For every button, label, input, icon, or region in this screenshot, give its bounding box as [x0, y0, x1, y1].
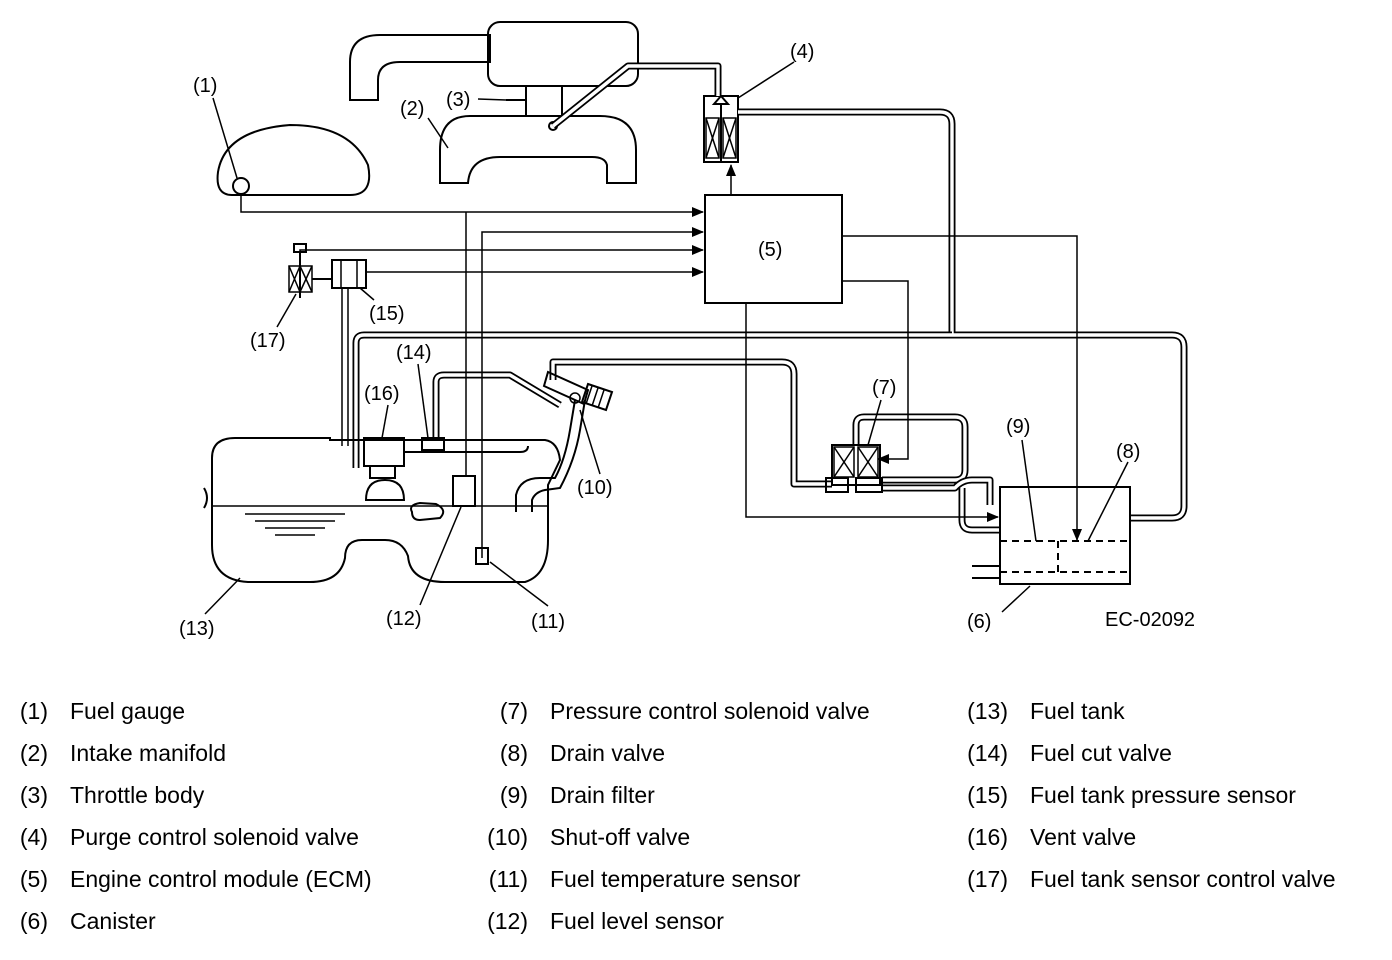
- callout-2: (2): [400, 98, 424, 120]
- legend-number: (2): [19, 740, 48, 766]
- fuel-temperature-sensor: [475, 547, 489, 565]
- legend-item: (3) Throttle body: [14, 774, 454, 816]
- legend-item: (5) Engine control module (ECM): [14, 858, 454, 900]
- filler-pipe-hose: [549, 358, 832, 488]
- fuel-tank: [203, 437, 562, 583]
- leader-lines: [204, 61, 1129, 615]
- purge-control-solenoid-valve: [703, 94, 739, 163]
- callout-17: (17): [250, 330, 286, 352]
- callout-9: (9): [1006, 416, 1030, 438]
- legend-item: (9) Drain filter: [482, 774, 942, 816]
- legend-number: (4): [19, 824, 48, 850]
- legend-label: Drain filter: [550, 782, 655, 808]
- legend-number: (5): [19, 866, 48, 892]
- legend-label: Fuel cut valve: [1030, 740, 1172, 766]
- legend-label: Fuel level sensor: [550, 908, 724, 934]
- callout-14: (14): [396, 342, 432, 364]
- legend-item: (11) Fuel temperature sensor: [482, 858, 942, 900]
- legend-item: (8) Drain valve: [482, 732, 942, 774]
- legend-item: (17) Fuel tank sensor control valve: [962, 858, 1382, 900]
- legend-label: Fuel tank sensor control valve: [1030, 866, 1336, 892]
- callout-11: (11): [531, 611, 565, 633]
- legend-label: Canister: [70, 908, 156, 934]
- legend-label: Fuel temperature sensor: [550, 866, 801, 892]
- air-intake-duct: [349, 34, 491, 101]
- callout-16: (16): [364, 383, 400, 405]
- legend-label: Pressure control solenoid valve: [550, 698, 870, 724]
- legend-item: (10) Shut-off valve: [482, 816, 942, 858]
- legend-item: (14) Fuel cut valve: [962, 732, 1382, 774]
- callout-6: (6): [967, 611, 991, 633]
- fuel-cut-valve: [404, 437, 529, 453]
- legend-item: (7) Pressure control solenoid valve: [482, 690, 942, 732]
- intake-manifold: [439, 115, 637, 184]
- purge-line-pipe: [550, 62, 722, 129]
- legend-label: Engine control module (ECM): [70, 866, 372, 892]
- filler-pipe: [515, 370, 590, 512]
- legend-number: (14): [967, 740, 1008, 766]
- legend-number: (6): [19, 908, 48, 934]
- legend-number: (8): [499, 740, 528, 766]
- legend-label: Throttle body: [70, 782, 205, 808]
- legend-column-2: (7) Pressure control solenoid valve (8) Dr…: [482, 690, 942, 942]
- callout-8: (8): [1116, 441, 1140, 463]
- evap-system-diagram: (1) (2) (3) (4) (5) (6) (7) (8) (9) (10)…: [179, 21, 1195, 640]
- callout-1: (1): [193, 75, 217, 97]
- vent-valve: [363, 437, 406, 501]
- fuel-gauge: [216, 123, 371, 196]
- legend-label: Intake manifold: [70, 740, 226, 766]
- legend-label: Shut-off valve: [550, 824, 691, 850]
- legend-column-3: (13) Fuel tank (14) Fuel cut valve (15) Fue…: [962, 690, 1382, 900]
- legend-label: Fuel tank: [1030, 698, 1125, 724]
- legend-number: (11): [488, 866, 528, 892]
- legend-number: (12): [487, 908, 528, 934]
- legend-number: (15): [967, 782, 1008, 808]
- callout-10: (10): [577, 477, 613, 499]
- legend-item: (12) Fuel level sensor: [482, 900, 942, 942]
- legend-column-1: (1) Fuel gauge (2) Intake manifold (3) Thro…: [14, 690, 454, 942]
- pressure-control-solenoid-valve: [825, 444, 883, 493]
- legend-label: Drain valve: [550, 740, 666, 766]
- legend-label: Fuel tank pressure sensor: [1030, 782, 1296, 808]
- legend-number: (1): [19, 698, 48, 724]
- purge-to-canister-pipe: [738, 108, 1188, 522]
- fuel-tank-sensor-control-valve: [288, 243, 332, 298]
- fuel-cut-valve-pipe: [432, 371, 562, 440]
- legend-item: (13) Fuel tank: [962, 690, 1382, 732]
- legend-number: (10): [487, 824, 528, 850]
- legend: (1) Fuel gauge (2) Intake manifold (3) Thro…: [0, 690, 1392, 950]
- legend-item: (1) Fuel gauge: [14, 690, 454, 732]
- legend-number: (13): [967, 698, 1008, 724]
- legend-number: (16): [967, 824, 1008, 850]
- legend-item: (2) Intake manifold: [14, 732, 454, 774]
- callout-3: (3): [446, 89, 470, 111]
- legend-item: (6) Canister: [14, 900, 454, 942]
- callout-13: (13): [179, 618, 215, 640]
- legend-number: (17): [967, 866, 1008, 892]
- canister: [972, 486, 1131, 585]
- canister-inlet-pipe: [882, 476, 1000, 534]
- fuel-level-sensor: [410, 475, 476, 522]
- callout-7: (7): [872, 377, 896, 399]
- pressure-valve-loop-pipe: [852, 413, 969, 484]
- shut-off-valve: [569, 382, 614, 412]
- figure-code: EC-02092: [1105, 609, 1195, 631]
- callout-5: (5): [758, 239, 782, 261]
- fuel-tank-pressure-sensor: [331, 259, 367, 289]
- legend-label: Purge control solenoid valve: [70, 824, 359, 850]
- vent-line-pipe: [352, 331, 952, 468]
- callout-12: (12): [386, 608, 422, 630]
- legend-label: Fuel gauge: [70, 698, 186, 724]
- callout-15: (15): [369, 303, 405, 325]
- legend-item: (16) Vent valve: [962, 816, 1382, 858]
- legend-label: Vent valve: [1030, 824, 1137, 850]
- legend-number: (7): [499, 698, 528, 724]
- callout-4: (4): [790, 41, 814, 63]
- legend-item: (4) Purge control solenoid valve: [14, 816, 454, 858]
- legend-item: (15) Fuel tank pressure sensor: [962, 774, 1382, 816]
- legend-number: (3): [19, 782, 48, 808]
- legend-number: (9): [499, 782, 528, 808]
- ecm-box: [704, 194, 843, 304]
- throttle-body: [506, 85, 563, 117]
